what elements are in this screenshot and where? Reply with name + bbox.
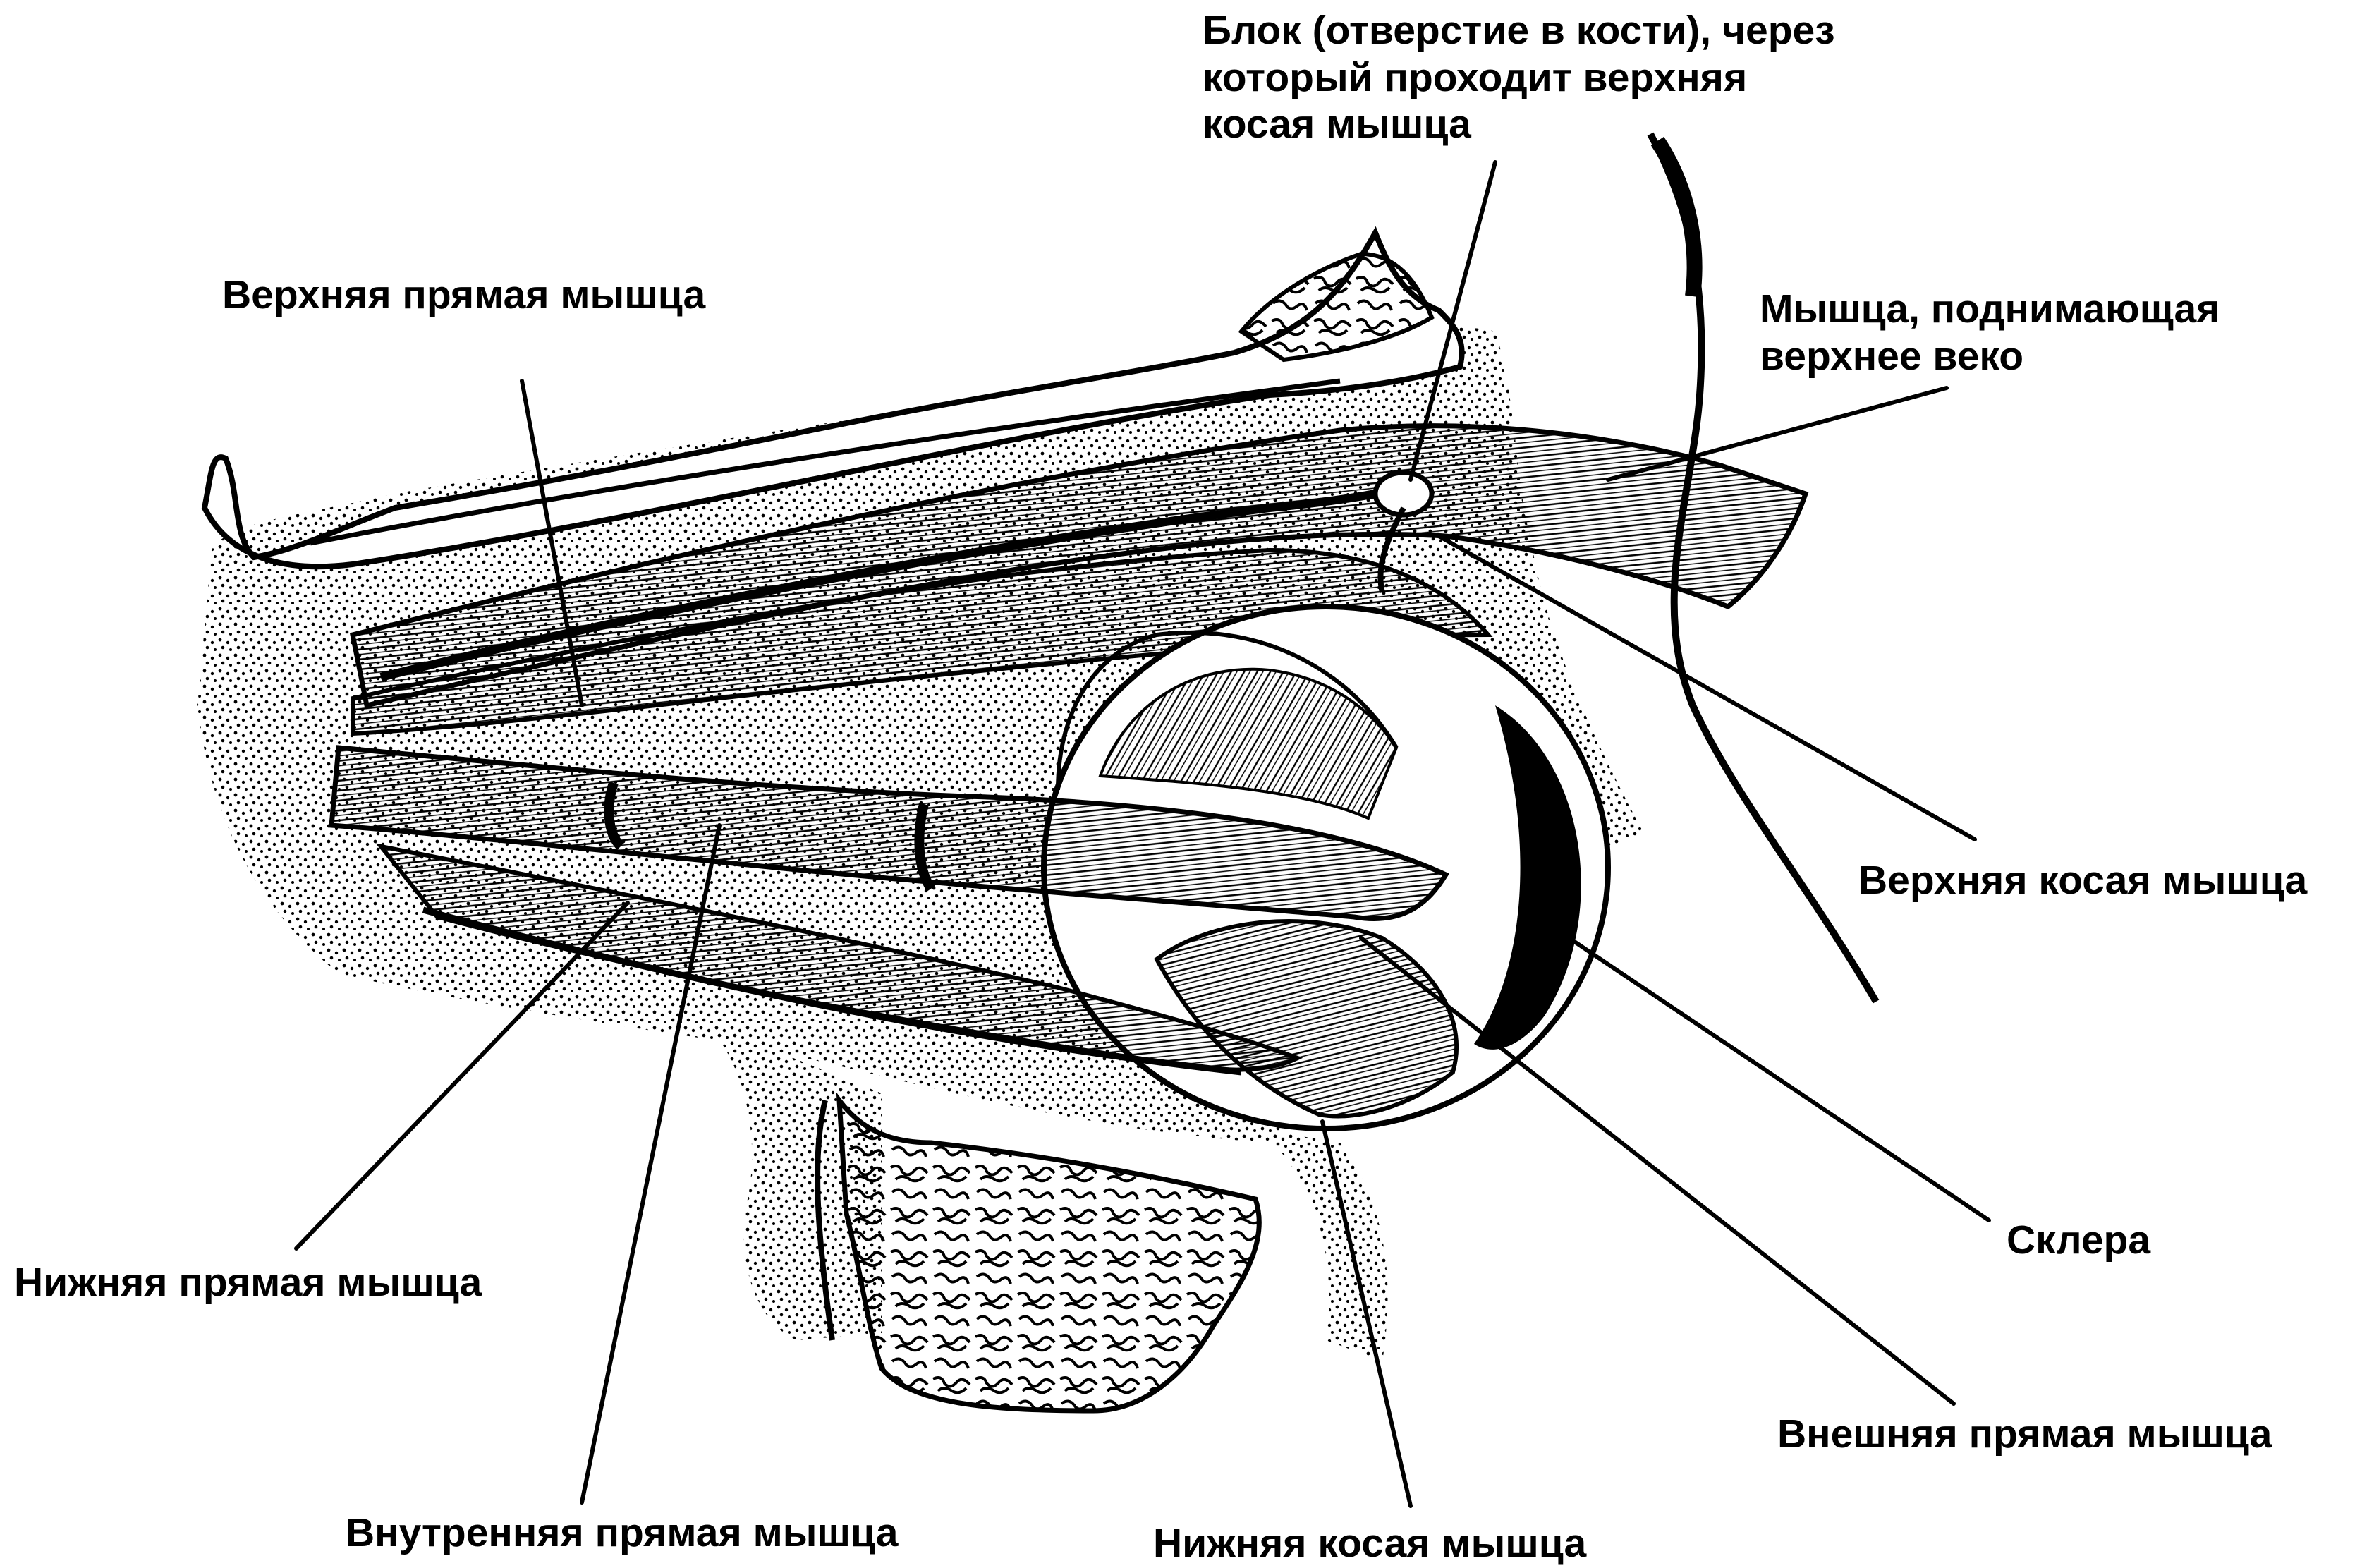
label-trochlea-line1: Блок (отверстие в кости), через <box>1203 8 1835 53</box>
superior-oblique-muscle <box>379 470 1435 681</box>
label-trochlea-line3: косая мышца <box>1203 102 1471 147</box>
leader-lateral-rectus <box>1359 936 1956 1406</box>
label-sclera-line1: Склера <box>2007 1217 2151 1263</box>
leader-lines <box>294 160 1991 1508</box>
leader-trochlea <box>1408 160 1497 482</box>
label-inferior-rectus-line1: Нижняя прямая мышца <box>14 1260 482 1305</box>
label-medial-rectus-line1: Внутренняя прямая мышца <box>346 1510 899 1555</box>
label-superior-rectus-line1: Верхняя прямая мышца <box>222 272 706 317</box>
leader-inferior-rectus <box>294 901 630 1251</box>
label-sclera: Склера <box>2007 1217 2150 1264</box>
superior-rectus-muscle <box>351 547 1493 736</box>
label-superior-rectus: Верхняя прямая мышца <box>222 272 705 319</box>
lower-orbital-bone <box>815 1092 1262 1414</box>
leader-medial-rectus <box>580 823 722 1505</box>
label-inferior-oblique: Нижняя косая мышца <box>1153 1520 1586 1567</box>
label-levator-line2: верхнее веко <box>1760 333 2024 379</box>
medial-rectus-muscle <box>329 745 1450 921</box>
inferior-oblique-muscle <box>1154 919 1459 1119</box>
label-trochlea-line2: который проходит верхняя <box>1203 54 1748 100</box>
leader-sclera <box>1557 929 1991 1222</box>
label-lateral-rectus: Внешняя прямая мышца <box>1777 1411 2272 1458</box>
leader-inferior-oblique <box>1320 1119 1413 1508</box>
label-superior-oblique-line1: Верхняя косая мышца <box>1858 858 2308 903</box>
label-medial-rectus: Внутренняя прямая мышца <box>346 1509 898 1557</box>
upper-orbital-rim <box>201 226 1465 570</box>
label-levator-line1: Мышца, поднимающая <box>1760 286 2220 332</box>
label-lateral-rectus-line1: Внешняя прямая мышца <box>1777 1411 2272 1457</box>
label-inferior-oblique-line1: Нижняя косая мышца <box>1153 1521 1587 1566</box>
label-inferior-rectus: Нижняя прямая мышца <box>14 1259 482 1306</box>
label-trochlea: Блок (отверстие в кости), через который … <box>1203 7 1835 148</box>
leader-superior-rectus <box>520 379 584 707</box>
levator-muscle <box>349 423 1809 709</box>
label-levator: Мышца, поднимающая верхнее веко <box>1760 286 2220 379</box>
label-superior-oblique: Верхняя косая мышца <box>1858 857 2307 904</box>
leader-superior-oblique <box>1437 534 1977 841</box>
leader-levator <box>1606 386 1949 482</box>
